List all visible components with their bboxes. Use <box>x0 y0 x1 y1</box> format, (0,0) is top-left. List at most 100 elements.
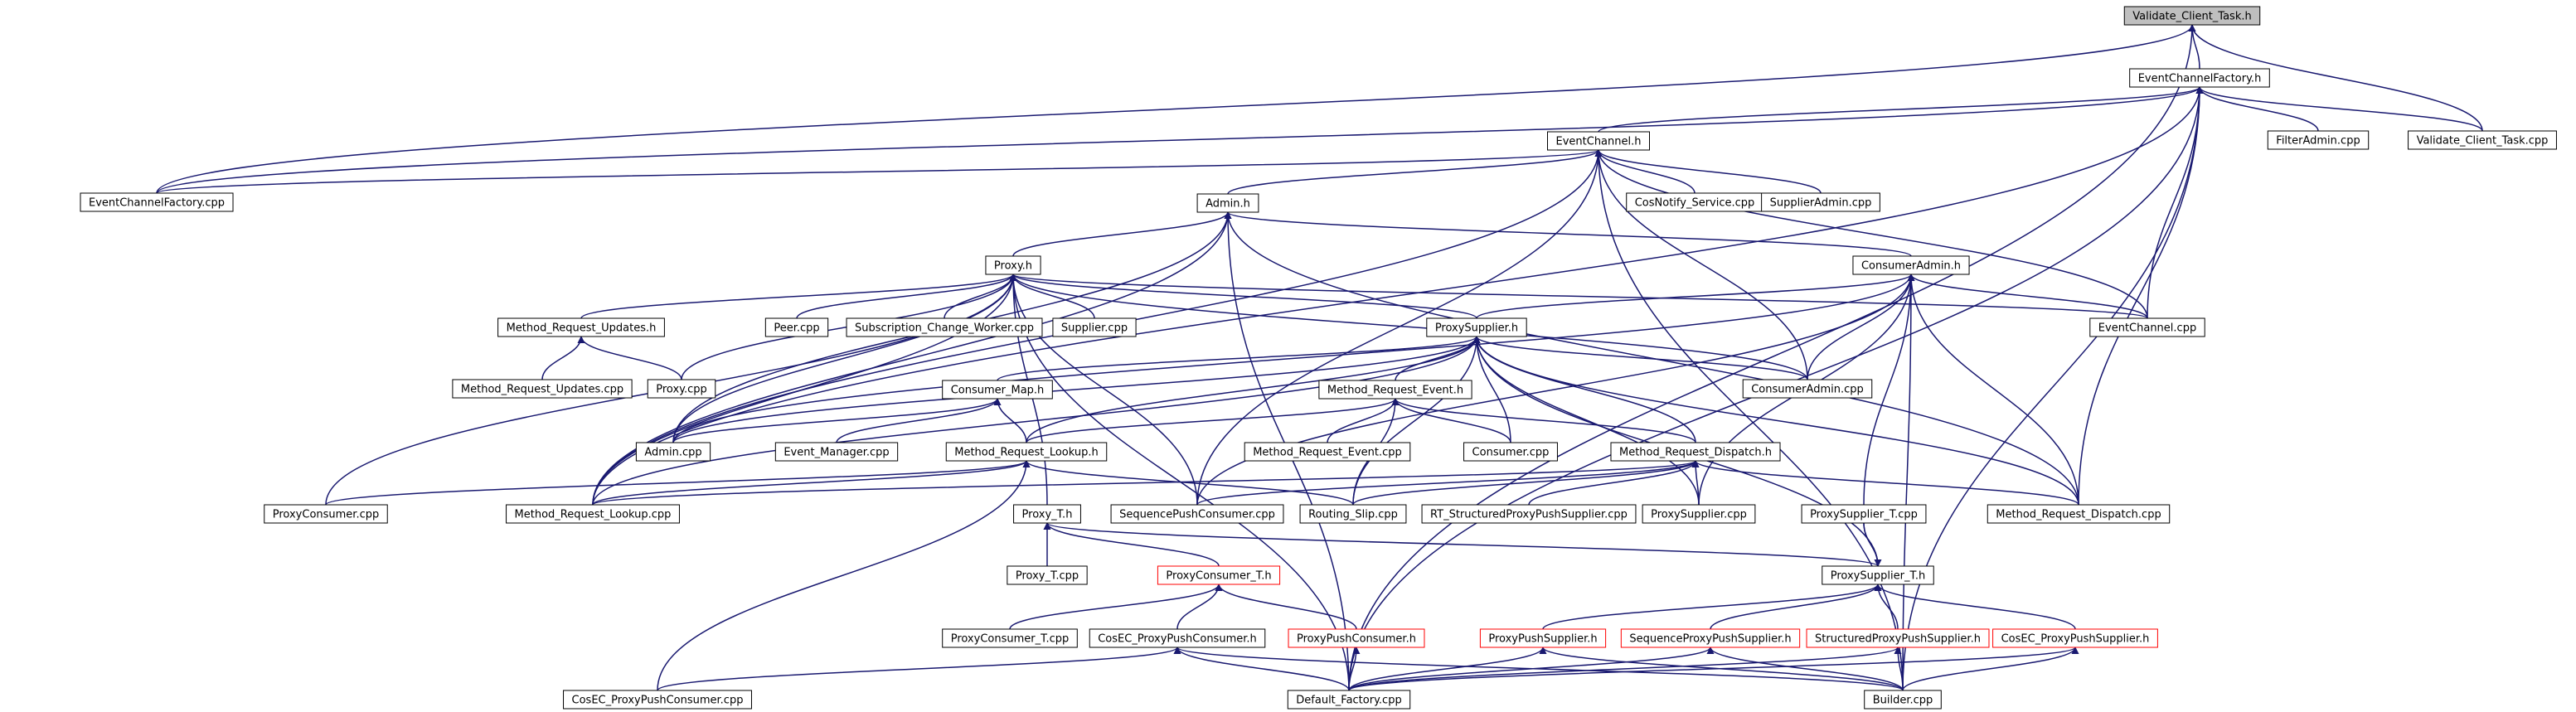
node-cosec_proxypushsupplier_h[interactable]: CosEC_ProxyPushSupplier.h <box>1992 628 2158 648</box>
node-routing_slip_cpp[interactable]: Routing_Slip.cpp <box>1299 504 1407 524</box>
edge-supplieradmin_cpp-to-eventchannel_h <box>1594 149 1822 194</box>
edge-routing_slip_cpp-to-method_request_lookup_h <box>1022 460 1354 506</box>
edge-default_factory_cpp-to-cosec_proxypushsupplier_h <box>1348 647 2079 691</box>
node-structuredproxypushsupplier_h[interactable]: StructuredProxyPushSupplier.h <box>1806 628 1990 648</box>
edge-method_request_dispatch_cpp-to-proxysupplier_h <box>1472 336 2079 506</box>
edge-builder_cpp-to-eventchannelfactory_h <box>1902 86 2204 691</box>
node-proxysupplier_cpp[interactable]: ProxySupplier.cpp <box>1642 504 1756 524</box>
node-label: Subscription_Change_Worker.cpp <box>855 322 1034 335</box>
node-box <box>985 255 1041 275</box>
node-proxysupplier_t_h[interactable]: ProxySupplier_T.h <box>1822 565 1934 585</box>
node-label: CosNotify_Service.cpp <box>1635 197 1755 210</box>
node-proxyconsumer_cpp[interactable]: ProxyConsumer.cpp <box>264 504 388 524</box>
node-proxyconsumer_t_cpp[interactable]: ProxyConsumer_T.cpp <box>942 628 1078 648</box>
node-proxysupplier_h[interactable]: ProxySupplier.h <box>1426 317 1527 337</box>
node-label: ProxyConsumer_T.h <box>1166 570 1271 583</box>
node-proxy_t_cpp[interactable]: Proxy_T.cpp <box>1007 565 1088 585</box>
node-proxyconsumer_t_h[interactable]: ProxyConsumer_T.h <box>1157 565 1281 585</box>
edge-builder_cpp-to-eventchannel_h <box>1594 149 1904 691</box>
node-default_factory_cpp[interactable]: Default_Factory.cpp <box>1287 690 1411 710</box>
node-eventchannel_h[interactable]: EventChannel.h <box>1547 131 1650 151</box>
edge-method_request_lookup_cpp-to-eventchannelfactory_h <box>592 86 2204 506</box>
node-box <box>1287 690 1411 710</box>
edge-sequencepushconsumer_cpp-to-proxy_h <box>1009 274 1198 506</box>
node-box <box>774 442 899 462</box>
edge-routing_slip_cpp-to-proxysupplier_h <box>1352 336 1481 506</box>
edge-eventchannel_h-to-eventchannelfactory_h <box>1598 86 2204 133</box>
node-method_request_dispatch_cpp[interactable]: Method_Request_Dispatch.cpp <box>1987 504 2171 524</box>
node-consumeradmin_h[interactable]: ConsumerAdmin.h <box>1852 255 1970 275</box>
node-box <box>1089 628 1266 648</box>
edge-proxyconsumer_t_cpp-to-proxyconsumer_t_h <box>1009 584 1223 630</box>
node-eventchannel_cpp[interactable]: EventChannel.cpp <box>2089 317 2205 337</box>
node-builder_cpp[interactable]: Builder.cpp <box>1864 690 1942 710</box>
node-method_request_event_h[interactable]: Method_Request_Event.h <box>1318 380 1472 400</box>
node-box <box>506 504 680 524</box>
node-label: CosEC_ProxyPushConsumer.h <box>1098 633 1257 646</box>
node-label: Method_Request_Event.cpp <box>1253 447 1402 459</box>
node-box <box>2408 130 2557 150</box>
node-sequencepushconsumer_cpp[interactable]: SequencePushConsumer.cpp <box>1110 504 1284 524</box>
node-label: Default_Factory.cpp <box>1296 695 1401 707</box>
node-label: CosEC_ProxyPushSupplier.h <box>2001 633 2150 646</box>
node-label: Supplier.cpp <box>1061 322 1128 335</box>
edge-structuredproxypushsupplier_h-to-proxysupplier_t_h <box>1874 584 1899 630</box>
edge-consumeradmin_cpp-to-eventchannel_h <box>1594 149 1808 380</box>
node-event_manager_cpp[interactable]: Event_Manager.cpp <box>774 442 899 462</box>
edge-method_request_lookup_h-to-method_request_event_h <box>1026 398 1400 443</box>
node-method_request_updates_h[interactable]: Method_Request_Updates.h <box>497 317 665 337</box>
node-method_request_dispatch_h[interactable]: Method_Request_Dispatch.h <box>1610 442 1781 462</box>
edge-consumer_cpp-to-method_request_event_h <box>1391 398 1511 443</box>
node-proxy_h[interactable]: Proxy.h <box>985 255 1041 275</box>
node-subscription_change_worker_cpp[interactable]: Subscription_Change_Worker.cpp <box>846 317 1043 337</box>
node-box <box>1610 442 1781 462</box>
node-cosnotify_service_cpp[interactable]: CosNotify_Service.cpp <box>1626 192 1763 212</box>
node-proxysupplier_t_cpp[interactable]: ProxySupplier_T.cpp <box>1801 504 1927 524</box>
edge-consumeradmin_cpp-to-consumeradmin_h <box>1807 274 1915 380</box>
node-supplieradmin_cpp[interactable]: SupplierAdmin.cpp <box>1761 192 1880 212</box>
node-method_request_lookup_cpp[interactable]: Method_Request_Lookup.cpp <box>506 504 680 524</box>
node-validate_client_task_h[interactable]: Validate_Client_Task.h <box>2123 6 2261 26</box>
node-proxy_cpp[interactable]: Proxy.cpp <box>647 379 716 399</box>
node-box <box>1421 504 1637 524</box>
edge-consumer_map_h-to-proxysupplier_h <box>997 336 1481 381</box>
edge-method_request_updates_cpp-to-method_request_updates_h <box>541 336 585 380</box>
edge-sequencepushconsumer_cpp-to-consumeradmin_h <box>1196 274 1915 506</box>
edge-eventchannelfactory_h-to-validate_client_task_h <box>2188 24 2200 70</box>
edge-proxysupplier_t_h-to-proxy_t_h <box>1043 522 1879 567</box>
node-method_request_lookup_h[interactable]: Method_Request_Lookup.h <box>945 442 1108 462</box>
node-consumer_cpp[interactable]: Consumer.cpp <box>1463 442 1558 462</box>
node-rt_structuredproxypushsupplier_cpp[interactable]: RT_StructuredProxyPushSupplier.cpp <box>1421 504 1637 524</box>
edge-method_request_lookup_cpp-to-proxysupplier_h <box>592 336 1481 506</box>
node-box <box>1992 628 2158 648</box>
node-label: Method_Request_Dispatch.cpp <box>1996 509 2161 521</box>
node-method_request_updates_cpp[interactable]: Method_Request_Updates.cpp <box>452 379 633 399</box>
node-label: Admin.h <box>1206 198 1250 211</box>
node-proxypushconsumer_h[interactable]: ProxyPushConsumer.h <box>1288 628 1425 648</box>
node-eventchannelfactory_cpp[interactable]: EventChannelFactory.cpp <box>80 192 234 212</box>
node-peer_cpp[interactable]: Peer.cpp <box>764 317 829 337</box>
node-eventchannelfactory_h[interactable]: EventChannelFactory.h <box>2129 68 2270 88</box>
node-box <box>2129 68 2270 88</box>
node-cosec_proxypushconsumer_cpp[interactable]: CosEC_ProxyPushConsumer.cpp <box>563 690 752 710</box>
node-box <box>1052 317 1137 337</box>
node-label: Method_Request_Dispatch.h <box>1619 447 1772 459</box>
node-proxypushsupplier_h[interactable]: ProxyPushSupplier.h <box>1479 628 1607 648</box>
edge-proxy_cpp-to-method_request_updates_h <box>577 336 682 380</box>
node-sequenceproxypushsupplier_h[interactable]: SequenceProxyPushSupplier.h <box>1620 628 1801 648</box>
node-consumeradmin_cpp[interactable]: ConsumerAdmin.cpp <box>1742 379 1873 399</box>
node-box <box>2123 6 2261 26</box>
node-consumer_map_h[interactable]: Consumer_Map.h <box>942 380 1053 400</box>
node-label: Peer.cpp <box>774 322 819 335</box>
node-cosec_proxypushconsumer_h[interactable]: CosEC_ProxyPushConsumer.h <box>1089 628 1266 648</box>
node-admin_h[interactable]: Admin.h <box>1196 193 1259 213</box>
node-proxy_t_h[interactable]: Proxy_T.h <box>1013 504 1081 524</box>
edge-peer_cpp-to-proxy_h <box>796 274 1017 319</box>
node-filteradmin_cpp[interactable]: FilterAdmin.cpp <box>2267 130 2370 150</box>
node-method_request_event_cpp[interactable]: Method_Request_Event.cpp <box>1244 442 1411 462</box>
node-validate_client_task_cpp[interactable]: Validate_Client_Task.cpp <box>2408 130 2557 150</box>
node-label: SequencePushConsumer.cpp <box>1119 509 1275 521</box>
node-admin_cpp[interactable]: Admin.cpp <box>635 442 711 462</box>
node-supplier_cpp[interactable]: Supplier.cpp <box>1052 317 1137 337</box>
node-label: Proxy_T.cpp <box>1016 570 1079 583</box>
